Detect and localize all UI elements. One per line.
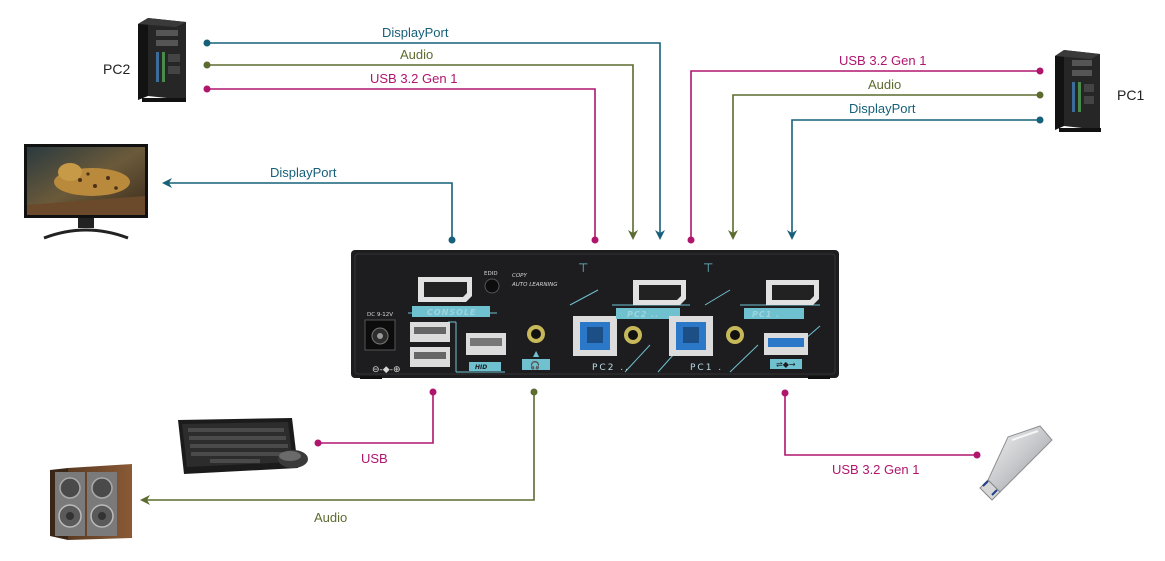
usb-symbol-icon: ⇌◆→: [776, 360, 796, 369]
flash-usb-label: USB 3.2 Gen 1: [832, 462, 920, 477]
pc1-audio-label: Audio: [868, 77, 902, 92]
headphone-icon: 🎧: [530, 360, 540, 370]
pc2-usb-line: [203, 85, 599, 244]
pc1-usb-line: [687, 67, 1044, 244]
auto-learning-label: AUTO LEARNING: [511, 282, 557, 288]
speaker-audio-line: [140, 388, 538, 505]
pc2-tower-icon: [138, 18, 186, 102]
pc1-label: PC1: [1117, 87, 1145, 103]
pc1-usb-label: USB 3.2 Gen 1: [839, 53, 927, 68]
speakers-icon: [50, 464, 132, 540]
console-label: CONSOLE: [427, 308, 477, 317]
pc1-audio-line: [728, 91, 1044, 240]
svg-text:▲: ▲: [533, 349, 540, 358]
svg-text:⊤: ⊤: [703, 261, 713, 275]
pc1-displayport-line: [787, 116, 1044, 240]
pc2-bottom-label: PC2 ..: [592, 363, 630, 373]
pc2-top-label: PC2 ..: [627, 310, 659, 319]
flash-usb-line: [781, 389, 981, 459]
monitor-icon: [24, 144, 148, 240]
kvm-switch-panel: ⊤ ⊤ ▲: [351, 250, 839, 379]
pc1-displayport-label: DisplayPort: [849, 101, 916, 116]
monitor-displayport-label: DisplayPort: [270, 165, 337, 180]
pc1-top-label: PC1 .: [752, 310, 780, 319]
keyboard-usb-line: [314, 388, 437, 447]
monitor-displayport-line: [162, 178, 456, 244]
pc2-displayport-label: DisplayPort: [382, 25, 449, 40]
keyboard-mouse-icon: [178, 418, 308, 474]
edid-label: EDID: [484, 271, 498, 277]
dc-polarity-icon: ⊖-◆-⊕: [372, 365, 401, 375]
dc-input-label: DC 9-12V: [367, 312, 393, 318]
pc2-displayport-line: [203, 39, 665, 240]
copy-label: COPY: [512, 273, 527, 279]
pc2-usb-label: USB 3.2 Gen 1: [370, 71, 458, 86]
pc2-audio-label: Audio: [400, 47, 434, 62]
pc2-audio-line: [203, 61, 638, 240]
pc2-label: PC2: [103, 61, 131, 77]
speaker-audio-label: Audio: [314, 510, 348, 525]
keyboard-usb-label: USB: [361, 451, 388, 466]
svg-text:⊤: ⊤: [578, 261, 588, 275]
pc1-bottom-label: PC1 .: [690, 363, 723, 373]
hid-label: HID: [475, 364, 487, 371]
pc1-tower-icon: [1055, 50, 1101, 132]
usb-flash-drive-icon: [979, 425, 1053, 501]
